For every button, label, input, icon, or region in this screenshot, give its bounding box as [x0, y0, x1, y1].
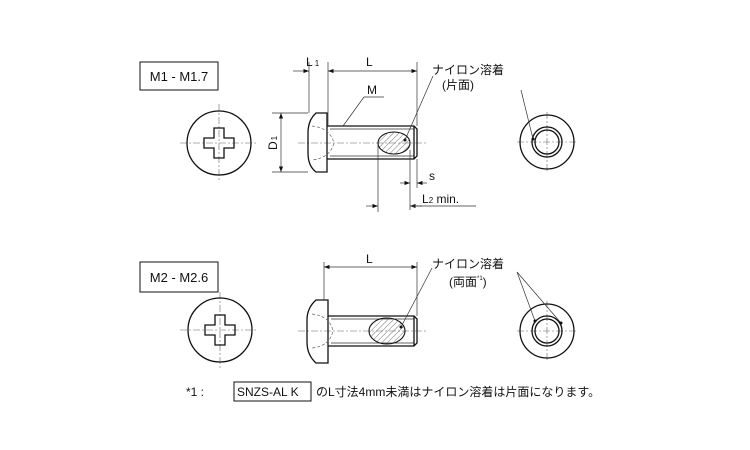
footnote-marker: *1 : [186, 385, 204, 399]
phillips-recess-icon [203, 127, 235, 159]
screw-side-view-bottom [298, 299, 428, 364]
dim-L2: L2 min. [422, 192, 459, 206]
dimensions-bottom: L ナイロン溶着 (両面*1) [323, 252, 504, 328]
size-label-top: M1 - M1.7 [150, 69, 209, 84]
nylon-patch [368, 317, 406, 345]
dim-L-bottom: L [366, 252, 373, 266]
head-front-view-bottom [180, 292, 258, 370]
nylon-side-top: (片面) [442, 78, 474, 92]
dim-s: s [429, 169, 435, 183]
size-label-box-bottom: M2 - M2.6 [139, 261, 219, 293]
size-label-bottom: M2 - M2.6 [150, 270, 209, 285]
dim-L: L [366, 55, 373, 69]
head-front-view-top [180, 104, 258, 182]
footnote: *1 : SNZS-AL K のL寸法4mm未満はナイロン溶着は片面になります。 [186, 381, 600, 402]
nylon-side-bottom: (両面*1) [449, 275, 487, 289]
size-label-box-top: M1 - M1.7 [139, 61, 219, 91]
screw-end-view-bottom [516, 271, 578, 361]
nylon-label-top: ナイロン溶着 [432, 62, 504, 77]
product-code: SNZS-AL K [237, 385, 299, 399]
phillips-recess-icon [204, 314, 236, 346]
dim-D1: D1 [266, 135, 280, 150]
nylon-patch [377, 131, 411, 155]
screw-side-view-top [298, 112, 428, 173]
nylon-label-bottom: ナイロン溶着 [432, 256, 504, 271]
screw-end-view-top [517, 89, 578, 172]
footnote-text: のL寸法4mm未満はナイロン溶着は片面になります。 [316, 384, 600, 399]
dim-M: M [367, 83, 377, 97]
